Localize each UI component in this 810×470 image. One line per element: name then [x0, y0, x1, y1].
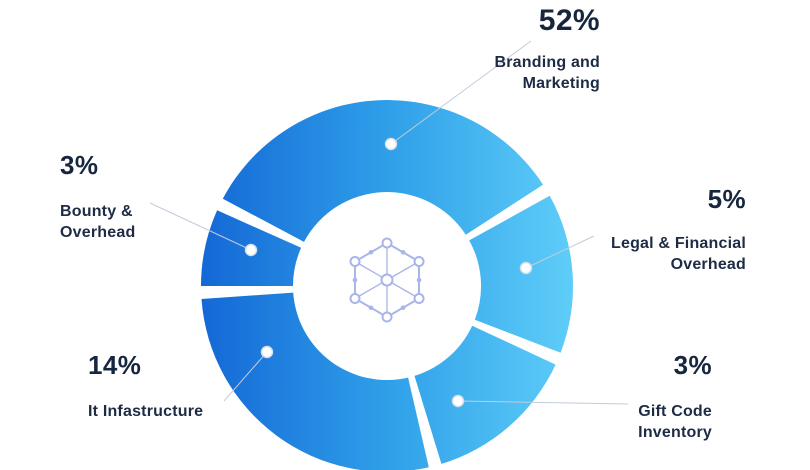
- callout-bounty: 3% Bounty & Overhead: [60, 150, 200, 243]
- hexagon-edge-node: [400, 305, 406, 311]
- callout-line: [525, 235, 595, 269]
- hexagon-network-icon: [349, 237, 425, 323]
- slice-legal: [469, 195, 573, 353]
- hexagon-vertex-node: [381, 311, 393, 323]
- percentage-label: 3%: [673, 350, 712, 380]
- category-label: Legal & Financial Overhead: [598, 233, 746, 275]
- hexagon-vertex-node: [349, 256, 361, 267]
- callout-line: [149, 202, 252, 251]
- slice-marker-dot: [519, 261, 533, 275]
- category-line: Gift Code: [638, 403, 712, 420]
- callout-gift-code: 3% Gift Code Inventory: [600, 350, 712, 443]
- hexagon-vertex-node: [349, 293, 361, 304]
- category-line: Branding and: [494, 54, 600, 71]
- percentage-label: 52%: [538, 4, 600, 37]
- donut-slices: [200, 100, 573, 470]
- category-line: Overhead: [670, 256, 746, 273]
- callout-line: [390, 40, 532, 145]
- hexagon-vertex-node: [381, 237, 393, 249]
- hexagon-edge-node: [368, 249, 374, 255]
- category-label: It Infastructure: [88, 401, 268, 422]
- category-line: Overhead: [60, 224, 136, 241]
- category-line: It Infastructure: [88, 403, 204, 420]
- slice-branding: [222, 100, 544, 242]
- hexagon-center-node: [380, 273, 394, 287]
- percentage-label: 14%: [88, 350, 142, 380]
- callout-legal: 5% Legal & Financial Overhead: [598, 184, 746, 275]
- callout-line: [457, 400, 629, 405]
- category-label: Bounty & Overhead: [60, 201, 200, 243]
- percentage-label: 5%: [707, 184, 746, 214]
- slice-marker-dot: [451, 394, 465, 408]
- category-label: Gift Code Inventory: [600, 401, 712, 443]
- category-line: Bounty &: [60, 203, 133, 220]
- callout-it-infrastructure: 14% It Infastructure: [88, 350, 268, 422]
- slice-gift: [414, 325, 556, 464]
- hexagon-edge-node: [352, 277, 358, 283]
- hexagon-vertex-node: [413, 293, 425, 304]
- slice-marker-dot: [260, 345, 274, 359]
- hexagon-edge-node: [368, 305, 374, 311]
- category-line: Marketing: [522, 75, 600, 92]
- callout-line: [223, 351, 268, 402]
- category-line: Inventory: [638, 424, 712, 441]
- hexagon-edge-node: [400, 249, 406, 255]
- callout-branding: 52% Branding and Marketing: [448, 4, 600, 94]
- callout-connectors: [149, 40, 629, 408]
- category-label: Branding and Marketing: [448, 52, 600, 94]
- slice-it: [201, 292, 429, 470]
- hexagon-edge-node: [416, 277, 422, 283]
- percentage-label: 3%: [60, 150, 99, 180]
- hexagon-vertex-node: [413, 256, 425, 267]
- slice-marker-dot: [384, 137, 398, 151]
- category-line: Legal & Financial: [611, 235, 746, 252]
- slice-marker-dot: [244, 243, 258, 257]
